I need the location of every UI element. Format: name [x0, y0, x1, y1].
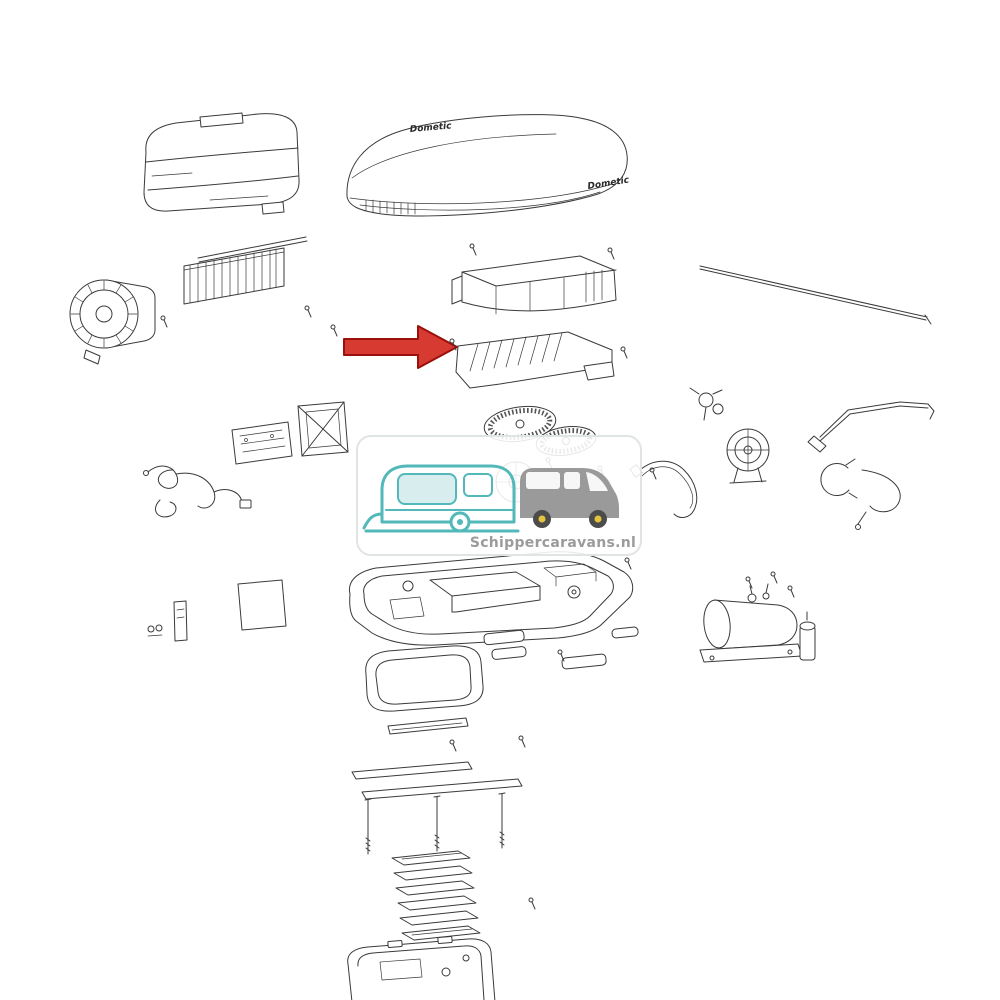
- part-wire-hook: [855, 469, 901, 530]
- part-label-sheet: [237, 579, 287, 631]
- part-mounting-bracket: [807, 401, 935, 453]
- part-window-clip: [173, 600, 188, 642]
- van-icon: [520, 468, 619, 528]
- part-filter-stack: [391, 850, 481, 941]
- part-capacitor-bracket: [297, 401, 349, 457]
- part-accumulator: [799, 611, 816, 661]
- part-fan-guard: [726, 428, 770, 484]
- part-support-rails: [351, 761, 523, 800]
- part-control-board: [231, 421, 293, 465]
- watermark-text: Schippercaravans.nl: [470, 535, 636, 551]
- watermark: Schippercaravans.nl: [356, 435, 642, 556]
- part-support-rod: [699, 265, 932, 325]
- red-arrow: [343, 325, 458, 369]
- part-air-duct-housing: [451, 255, 617, 315]
- part-service-valve: [689, 387, 724, 421]
- part-heat-exchanger-coil: [183, 236, 308, 305]
- part-compressor: [699, 583, 803, 663]
- part-ceiling-assembly: [347, 935, 496, 1000]
- part-top-cover: [143, 112, 300, 215]
- part-gasket-pads: [483, 626, 639, 670]
- part-blower-motor: [69, 279, 156, 365]
- part-roof-gasket-frame: [365, 645, 484, 712]
- brand-label-top: Dometic: [409, 121, 452, 135]
- caravan-icon: [362, 464, 520, 533]
- part-fasteners-small: [147, 624, 163, 637]
- part-air-divider-highlighted: [455, 331, 615, 389]
- part-hanger-bolts: [364, 792, 506, 855]
- part-mounting-strip: [387, 717, 469, 735]
- part-base-pan: [348, 551, 634, 646]
- part-wiring-harness: [143, 465, 252, 518]
- part-roof-shroud: Dometic Dometic: [346, 114, 630, 217]
- part-hose-clamp: [820, 458, 858, 499]
